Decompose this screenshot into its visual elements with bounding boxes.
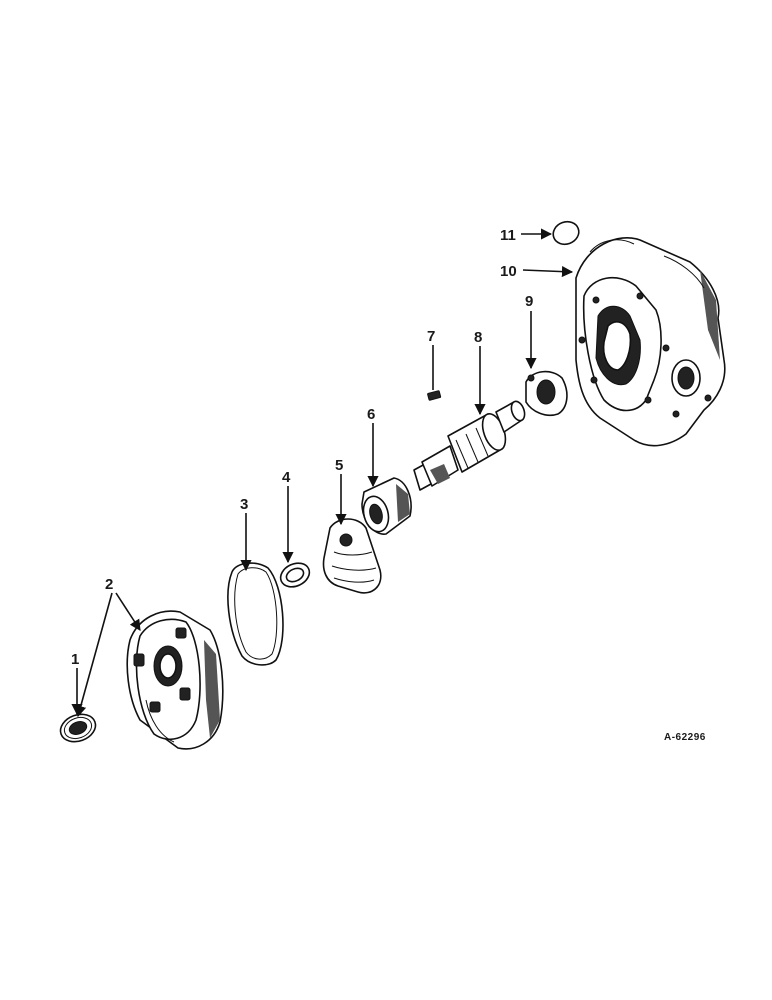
part-3-seal-ring (227, 562, 284, 666)
part-10-pump-housing (575, 237, 726, 447)
callout-labels: 1 2 3 4 5 6 7 8 9 10 11 (71, 227, 533, 668)
part-5-thrust-plate (322, 518, 382, 594)
callout-9: 9 (525, 293, 533, 310)
reference-code: A-62296 (664, 732, 706, 743)
callout-1: 1 (71, 651, 79, 668)
callout-3: 3 (240, 496, 248, 513)
part-6-bushing (361, 477, 412, 535)
leader-lines (71, 228, 574, 718)
part-2-end-cover (126, 610, 224, 750)
callout-11: 11 (500, 227, 516, 244)
callout-7: 7 (427, 328, 435, 345)
callout-8: 8 (474, 329, 482, 346)
part-7-key (427, 390, 442, 401)
callout-10: 10 (500, 263, 517, 280)
leader-10 (522, 265, 574, 278)
callout-6: 6 (367, 406, 375, 423)
callout-5: 5 (335, 457, 343, 474)
part-11-o-ring (552, 220, 580, 246)
part-9-cam-ring (525, 370, 568, 417)
callout-2: 2 (105, 576, 113, 593)
part-1-washer (59, 713, 97, 743)
leader-2b (115, 592, 141, 631)
part-8-gear-shaft (413, 400, 526, 491)
callout-4: 4 (282, 469, 291, 486)
leader-2a (75, 592, 113, 718)
part-4-ring (279, 562, 311, 588)
